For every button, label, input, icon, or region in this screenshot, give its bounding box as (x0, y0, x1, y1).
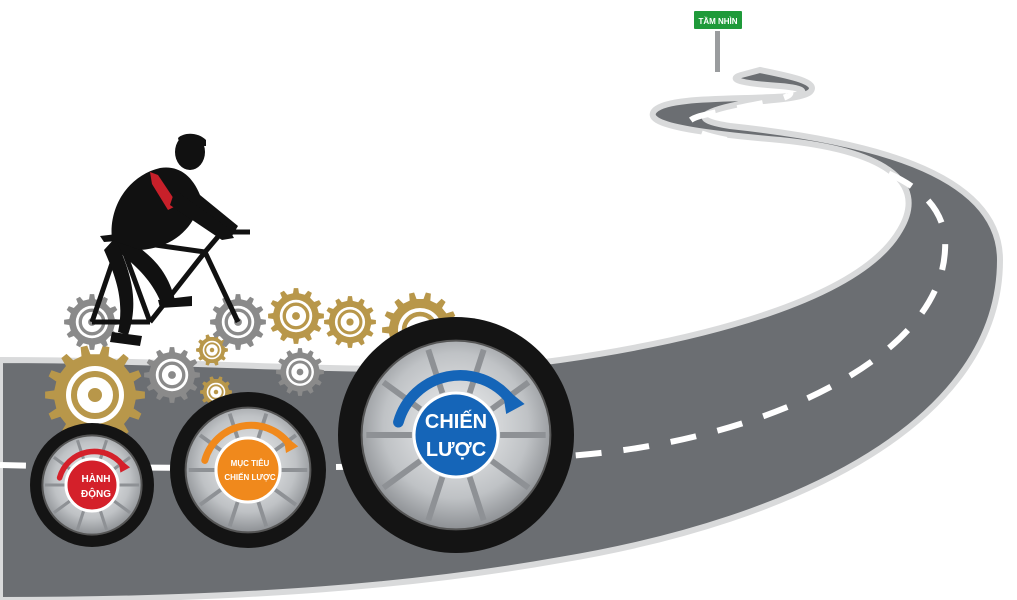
cyclist-icon (89, 133, 250, 346)
wheel-small-label-line2: ĐỘNG (81, 487, 111, 500)
signpost-icon: TẦM NHÌN (692, 9, 744, 72)
wheel-large-label-line2: LƯỢC (426, 439, 486, 461)
wheel-medium-label-line1: MỤC TIÊU (231, 459, 270, 468)
orange-curved-arrow-icon (201, 421, 293, 464)
blue-curved-arrow-icon (393, 370, 516, 428)
cyclist-shoe (110, 332, 142, 346)
cyclist-leg-front (112, 232, 175, 305)
wheel-labels: HÀNH ĐỘNG MỤC TIÊU CHIẾN LƯỢC CHIẾN LƯỢC (81, 410, 487, 500)
red-curved-arrow-icon (56, 448, 126, 481)
cyclist-shoe (158, 296, 192, 308)
sign-pole (715, 28, 720, 72)
wheel-small-label-line1: HÀNH (82, 472, 111, 485)
cyclist-arm (170, 190, 234, 240)
gear-icon (144, 347, 200, 403)
gear-icon (196, 334, 228, 366)
gear-cluster (45, 288, 458, 445)
wheel-badge (64, 457, 120, 513)
gear-icon (268, 288, 324, 344)
wheel-icon (338, 317, 574, 553)
wheel-medium-label-line2: CHIẾN LƯỢC (224, 472, 275, 482)
sign-board (692, 9, 744, 31)
wheel-group (30, 317, 574, 553)
wheel-icon (170, 392, 326, 548)
cyclist-tie (150, 172, 178, 210)
wheel-badge (412, 391, 500, 479)
gear-icon (324, 296, 376, 348)
cyclist-torso (111, 167, 238, 250)
gear-icon (276, 348, 324, 396)
wheel-icon (30, 423, 154, 547)
wheel-badge (214, 436, 282, 504)
wheel-large-label-line1: CHIẾN (425, 410, 487, 433)
gear-icon (45, 345, 145, 445)
cyclist-leg-back (104, 238, 134, 335)
sign-text: TẦM NHÌN (698, 16, 737, 26)
